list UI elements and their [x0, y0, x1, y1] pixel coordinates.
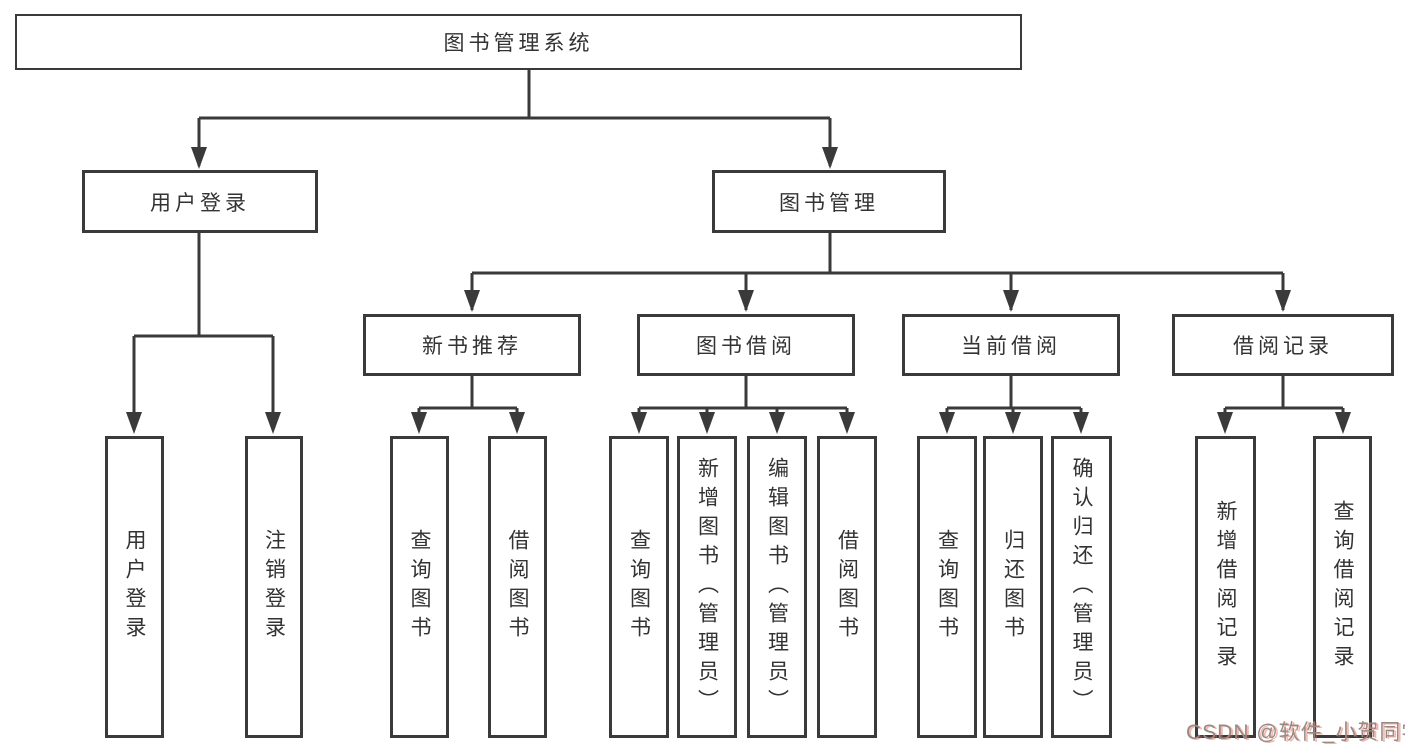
leaf-records-query-record: 查询借阅记录: [1313, 436, 1372, 738]
leaf-logout: 注销登录: [245, 436, 303, 738]
node-current-borrow: 当前借阅: [902, 314, 1120, 376]
leaf-current-confirm-return-admin: 确认归还（管理员）: [1051, 436, 1112, 738]
node-book-management: 图书管理: [712, 170, 946, 233]
leaf-current-return-books: 归还图书: [983, 436, 1043, 738]
leaf-recommend-query-books: 查询图书: [390, 436, 449, 738]
node-new-book-recommend: 新书推荐: [363, 314, 581, 376]
node-user-login: 用户登录: [82, 170, 318, 233]
leaf-user-login: 用户登录: [105, 436, 164, 738]
node-book-borrow: 图书借阅: [637, 314, 855, 376]
leaf-borrow-add-books-admin: 新增图书（管理员）: [677, 436, 737, 738]
node-system-root: 图书管理系统: [15, 14, 1022, 70]
node-borrow-records: 借阅记录: [1172, 314, 1394, 376]
leaf-records-add-record: 新增借阅记录: [1195, 436, 1256, 738]
leaf-borrow-borrow-books: 借阅图书: [817, 436, 877, 738]
csdn-watermark: CSDN @软件_小贺同学: [1186, 721, 1405, 744]
leaf-recommend-borrow-books: 借阅图书: [488, 436, 547, 738]
leaf-borrow-query-books: 查询图书: [609, 436, 669, 738]
leaf-borrow-edit-books-admin: 编辑图书（管理员）: [747, 436, 807, 738]
leaf-current-query-books: 查询图书: [917, 436, 977, 738]
